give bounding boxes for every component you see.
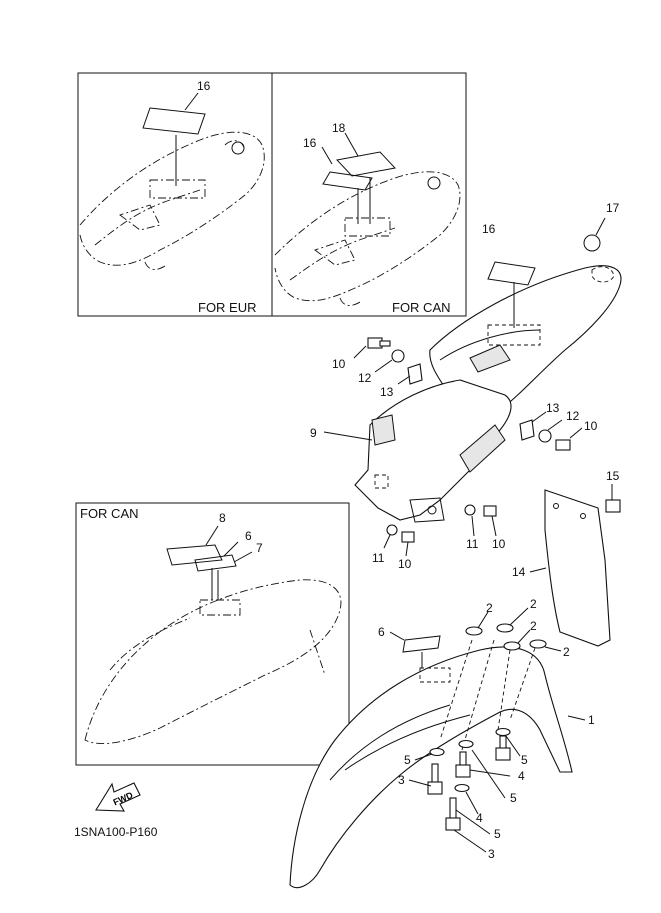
fwd-arrow-icon: FWD xyxy=(95,782,141,812)
callout-2-a: 2 xyxy=(486,601,493,615)
mud-flap: 15 14 xyxy=(512,469,621,647)
callout-12-b: 12 xyxy=(566,409,580,423)
drawing-code: 1SNA100-P160 xyxy=(74,825,158,839)
washers-2: 2 2 2 2 xyxy=(465,597,570,659)
callout-6-inset: 6 xyxy=(245,529,252,543)
inner-fender: 9 xyxy=(310,379,512,523)
callout-4-b: 4 xyxy=(476,811,483,825)
callout-5-a: 5 xyxy=(404,753,411,767)
callout-10-c: 10 xyxy=(492,537,506,551)
callout-2-b: 2 xyxy=(530,597,537,611)
callout-3-a: 3 xyxy=(398,773,405,787)
callout-12-a: 12 xyxy=(358,371,372,385)
callout-5-b: 5 xyxy=(521,753,528,767)
callout-7: 7 xyxy=(256,541,263,555)
hardware-upper-left: 10 12 13 xyxy=(332,337,423,399)
callout-3-b: 3 xyxy=(488,847,495,861)
hardware-upper-right: 13 12 10 xyxy=(519,401,598,451)
callout-9: 9 xyxy=(310,426,317,440)
inset-can-front: FOR CAN 8 6 7 xyxy=(75,502,350,766)
callout-4-a: 4 xyxy=(518,769,525,783)
front-fender: 6 1 xyxy=(289,625,595,889)
callout-16-can: 16 xyxy=(303,136,317,150)
inset-eur-title: FOR EUR xyxy=(198,300,257,315)
callout-10-a: 10 xyxy=(332,357,346,371)
callout-5-d: 5 xyxy=(494,827,501,841)
callout-13-a: 13 xyxy=(380,385,394,399)
inset-can-rear-title: FOR CAN xyxy=(392,300,451,315)
callout-2-c: 2 xyxy=(530,619,537,633)
callout-18: 18 xyxy=(332,121,346,135)
callout-6-main: 6 xyxy=(378,625,385,639)
bolts-lower: 5 3 4 5 5 4 5 3 xyxy=(398,727,528,861)
callout-8: 8 xyxy=(219,511,226,525)
callout-2-d: 2 xyxy=(563,645,570,659)
inset-eur: FOR EUR 16 xyxy=(77,72,273,317)
callout-13-b: 13 xyxy=(546,401,560,415)
callout-16-main: 16 xyxy=(482,222,496,236)
callout-16-eur: 16 xyxy=(197,79,211,93)
callout-14: 14 xyxy=(512,565,526,579)
callout-11-a: 11 xyxy=(466,537,479,551)
callout-10-b: 10 xyxy=(584,419,598,433)
callout-1: 1 xyxy=(588,713,595,727)
inset-can-front-title: FOR CAN xyxy=(80,506,139,521)
callout-15: 15 xyxy=(606,469,620,483)
callout-17: 17 xyxy=(606,201,620,215)
callout-10-d: 10 xyxy=(398,557,412,571)
callout-5-c: 5 xyxy=(510,791,517,805)
hardware-lower: 11 10 11 10 xyxy=(372,504,506,571)
inset-can-rear: FOR CAN 18 16 xyxy=(271,72,467,317)
callout-11-b: 11 xyxy=(372,551,385,565)
rear-fender: 16 17 xyxy=(429,201,622,415)
